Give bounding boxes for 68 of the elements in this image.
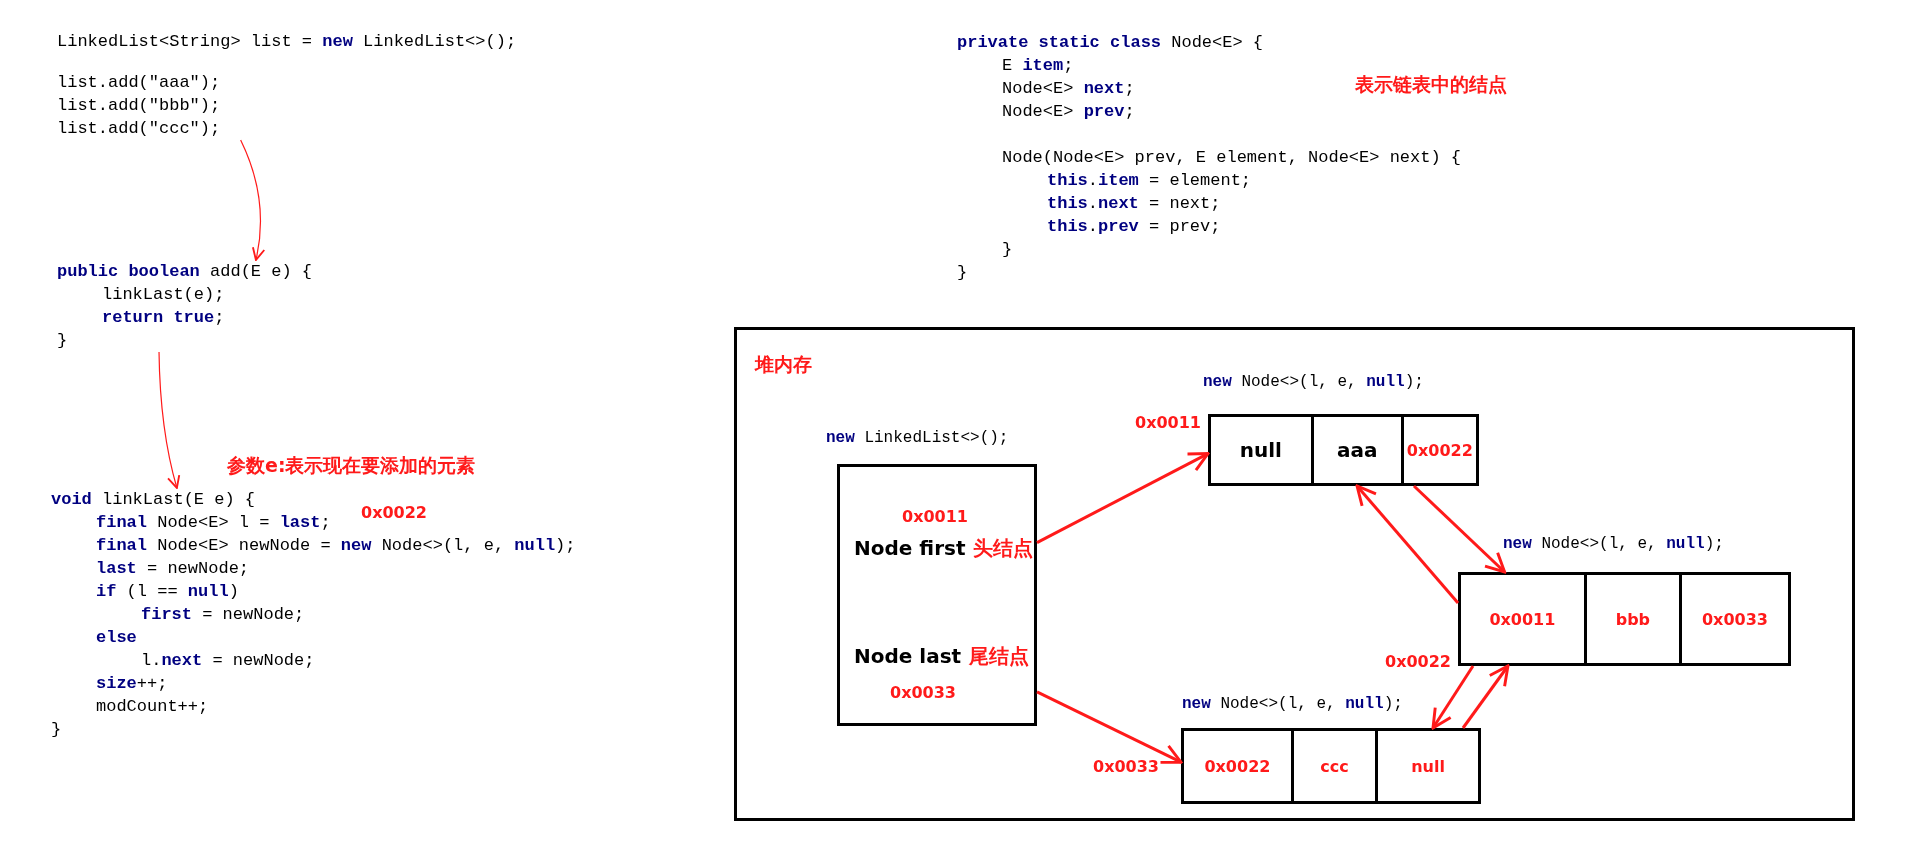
- code-line: linkLast(e);: [102, 284, 225, 306]
- field-value: 0x0022: [1204, 756, 1271, 776]
- code-line: this.item = element;: [1047, 170, 1252, 192]
- memory-address: 0x0022: [361, 503, 427, 522]
- code-line: }: [57, 330, 68, 352]
- code-line: new Node<>(l, e, null);: [1182, 695, 1403, 713]
- code-line: modCount++;: [96, 696, 209, 718]
- node-box: [1181, 728, 1481, 804]
- arrow: [158, 351, 181, 489]
- memory-address: 0x0011: [902, 507, 968, 526]
- code-line: Node<E> next;: [1002, 78, 1135, 100]
- code-line: last = newNode;: [96, 558, 250, 580]
- arrow: [1036, 452, 1210, 544]
- code-line: Node<E> prev;: [1002, 101, 1135, 123]
- code-line: list.add("aaa");: [57, 72, 221, 94]
- field-label: Node last: [854, 644, 962, 668]
- code-line: LinkedList<String> list = new LinkedList<>();: [57, 31, 517, 53]
- arrow: [1412, 484, 1507, 574]
- code-line: return true;: [102, 307, 225, 329]
- code-line: }: [957, 262, 968, 284]
- arrow: [240, 139, 265, 261]
- memory-address: 0x0033: [1093, 757, 1159, 776]
- heap-memory-panel: [734, 327, 1855, 821]
- field-value: ccc: [1320, 756, 1349, 776]
- object-box: [837, 464, 1037, 726]
- code-line: size++;: [96, 673, 168, 695]
- code-line: void linkLast(E e) {: [51, 489, 256, 511]
- field-value: aaa: [1336, 438, 1378, 462]
- annotation: 尾结点: [969, 644, 1030, 668]
- node-box: [1208, 414, 1479, 486]
- memory-address: 0x0033: [890, 683, 956, 702]
- code-line: list.add("ccc");: [57, 118, 221, 140]
- arrow: [1431, 665, 1475, 730]
- code-line: this.prev = prev;: [1047, 216, 1221, 238]
- code-line: E item;: [1002, 55, 1074, 77]
- field-value: 0x0022: [1406, 440, 1473, 460]
- field-label: Node first: [854, 536, 966, 560]
- code-line: if (l == null): [96, 581, 239, 603]
- code-line: first = newNode;: [141, 604, 305, 626]
- code-line: list.add("bbb");: [57, 95, 221, 117]
- field-value: null: [1411, 756, 1445, 776]
- code-line: Node(Node<E> prev, E element, Node<E> next) {: [1002, 147, 1462, 169]
- field-value: 0x0011: [1489, 609, 1556, 629]
- annotation: 头结点: [973, 536, 1034, 560]
- code-line: public boolean add(E e) {: [57, 261, 313, 283]
- code-line: new Node<>(l, e, null);: [1503, 535, 1724, 553]
- section-title: 堆内存: [755, 352, 812, 377]
- code-line: }: [51, 719, 62, 741]
- code-line: this.next = next;: [1047, 193, 1221, 215]
- arrow: [1355, 484, 1460, 604]
- annotation: 参数e:表示现在要添加的元素: [227, 453, 476, 478]
- node-box: [1458, 572, 1791, 666]
- code-line: }: [1002, 239, 1013, 261]
- field-value: 0x0033: [1702, 609, 1768, 629]
- field-value: null: [1239, 438, 1282, 462]
- code-line: private static class Node<E> {: [957, 32, 1264, 54]
- field-value: bbb: [1615, 609, 1651, 629]
- annotation: 表示链表中的结点: [1355, 72, 1507, 97]
- code-line: l.next = newNode;: [141, 650, 315, 672]
- memory-address: 0x0022: [1385, 652, 1451, 671]
- arrow: [1461, 664, 1510, 729]
- code-line: new Node<>(l, e, null);: [1203, 373, 1424, 391]
- code-line: new LinkedList<>();: [826, 429, 1009, 447]
- code-line: final Node<E> newNode = new Node<>(l, e, null);: [96, 535, 576, 557]
- memory-address: 0x0011: [1135, 413, 1201, 432]
- arrow: [1036, 690, 1183, 764]
- code-line: else: [96, 627, 137, 649]
- code-line: final Node<E> l = last;: [96, 512, 331, 534]
